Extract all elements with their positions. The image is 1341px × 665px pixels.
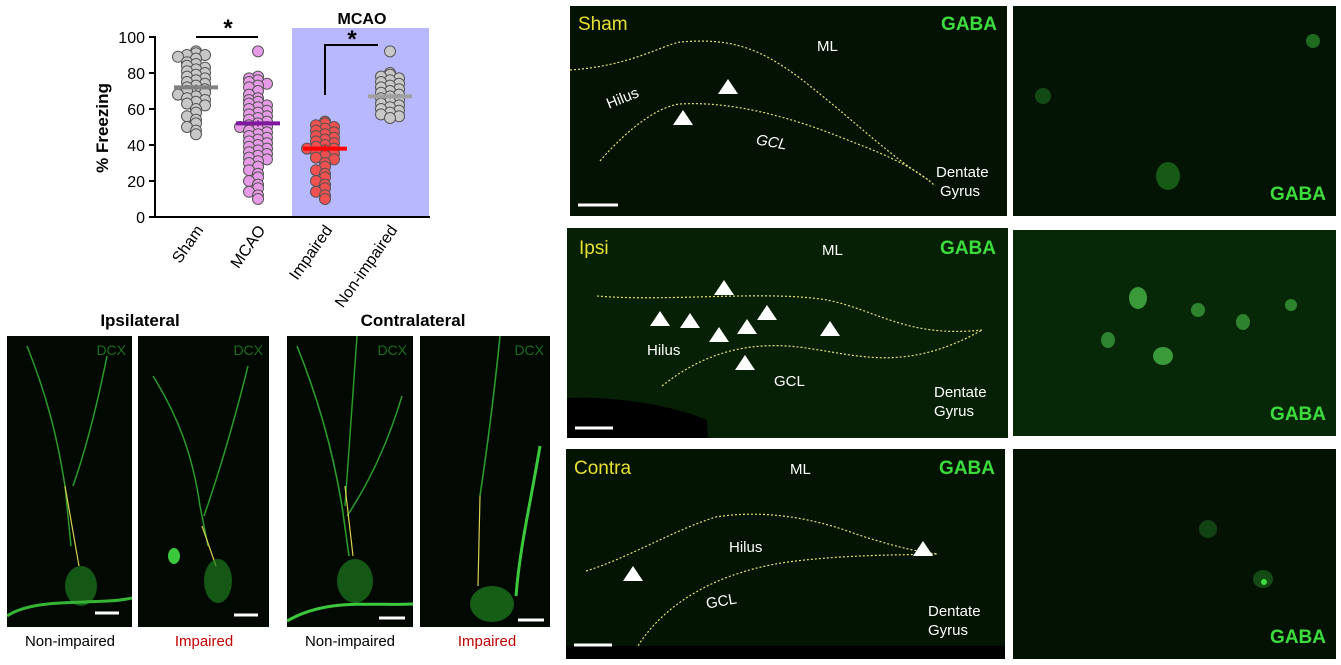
y-axis-label: % Freezing [93, 83, 112, 173]
gaba-sham-gyrus: Gyrus [940, 183, 981, 200]
gaba-sham-zoom-marker: GABA [1270, 184, 1326, 205]
dcx-caption-1: Non-impaired [24, 633, 116, 650]
data-point [384, 112, 396, 124]
contralateral-title: Contralateral [360, 311, 466, 330]
y-tick-label: 0 [136, 210, 145, 227]
data-point [190, 128, 202, 141]
y-tick-label: 40 [127, 138, 145, 155]
dcx-panel-4: DCX [420, 336, 550, 627]
gaba-contra-dentate: Dentate [928, 603, 981, 620]
gaba-contra-ml: ML [790, 461, 811, 478]
data-points [172, 45, 405, 205]
gaba-ipsi-ml: ML [822, 242, 843, 259]
gaba-ipsi-dentate: Dentate [934, 384, 987, 401]
mcao-group-label: MCAO [338, 11, 387, 28]
gaba-ipsi-zoom: GABA [1013, 230, 1336, 436]
dcx-marker-3: DCX [377, 342, 407, 358]
gaba-contra-hilus: Hilus [729, 539, 763, 556]
data-point [384, 45, 396, 58]
gaba-sham-panel: Sham GABA ML Hilus GCL Dentate Gyrus [570, 6, 1007, 216]
gaba-ipsi-gcl: GCL [774, 373, 805, 390]
dcx-caption-2: Impaired [174, 633, 234, 650]
gaba-contra-zoom-marker: GABA [1270, 627, 1326, 648]
gaba-sham-ml: ML [817, 38, 838, 55]
gaba-ipsi-gyrus: Gyrus [934, 403, 975, 420]
gaba-sham-dentate: Dentate [936, 164, 989, 181]
gaba-sham-zoom: GABA [1013, 6, 1336, 216]
data-point [172, 50, 184, 63]
dcx-caption-4: Impaired [457, 633, 517, 650]
gaba-contra-group: Contra [574, 458, 632, 479]
y-tick-label: 20 [127, 174, 145, 191]
gaba-sham-marker: GABA [941, 14, 997, 35]
dcx-marker-1: DCX [96, 342, 126, 358]
dcx-caption-3: Non-impaired [304, 633, 396, 650]
data-point [252, 193, 264, 205]
gaba-contra-gyrus: Gyrus [928, 622, 969, 639]
gaba-ipsi-zoom-marker: GABA [1270, 404, 1326, 425]
gaba-ipsi-panel: Ipsi GABA ML Hilus GCL Dentate Gyrus [567, 228, 1008, 438]
data-point [181, 97, 193, 110]
gaba-contra-zoom: GABA [1013, 449, 1336, 659]
ipsilateral-title: Ipsilateral [100, 311, 180, 330]
sig-star-1: * [223, 15, 233, 42]
dcx-marker-4: DCX [514, 342, 544, 358]
gaba-ipsi-group: Ipsi [579, 238, 609, 259]
freezing-chart: MCAO 0 20 40 60 80 100 % Freezing Sham MCAO Imp… [93, 11, 430, 311]
y-tick-label: 80 [127, 66, 145, 83]
gaba-contra-marker: GABA [939, 458, 995, 479]
dcx-panel-2: DCX [138, 336, 269, 627]
data-point [319, 193, 331, 205]
gaba-sham-group: Sham [578, 14, 628, 35]
y-tick-label: 100 [118, 30, 145, 47]
x-tick-label: Impaired [287, 223, 337, 284]
data-point [310, 151, 322, 164]
dcx-panel-1: DCX [7, 336, 132, 627]
gaba-contra-panel: Contra GABA ML Hilus GCL Dentate Gyrus [566, 449, 1005, 659]
gaba-ipsi-marker: GABA [940, 238, 996, 259]
y-ticks: 0 20 40 60 80 100 [118, 30, 155, 227]
sig-star-2: * [347, 26, 357, 53]
x-tick-label: Non-impaired [332, 223, 401, 311]
mean-bars [174, 84, 412, 152]
gaba-ipsi-hilus: Hilus [647, 342, 681, 359]
x-tick-label: Sham [169, 223, 207, 267]
data-point [252, 45, 264, 58]
sig-bracket-2 [324, 44, 378, 95]
dcx-panel-3: DCX [287, 336, 413, 627]
y-tick-label: 60 [127, 102, 145, 119]
dcx-marker-2: DCX [233, 342, 263, 358]
x-tick-label: MCAO [228, 223, 269, 272]
